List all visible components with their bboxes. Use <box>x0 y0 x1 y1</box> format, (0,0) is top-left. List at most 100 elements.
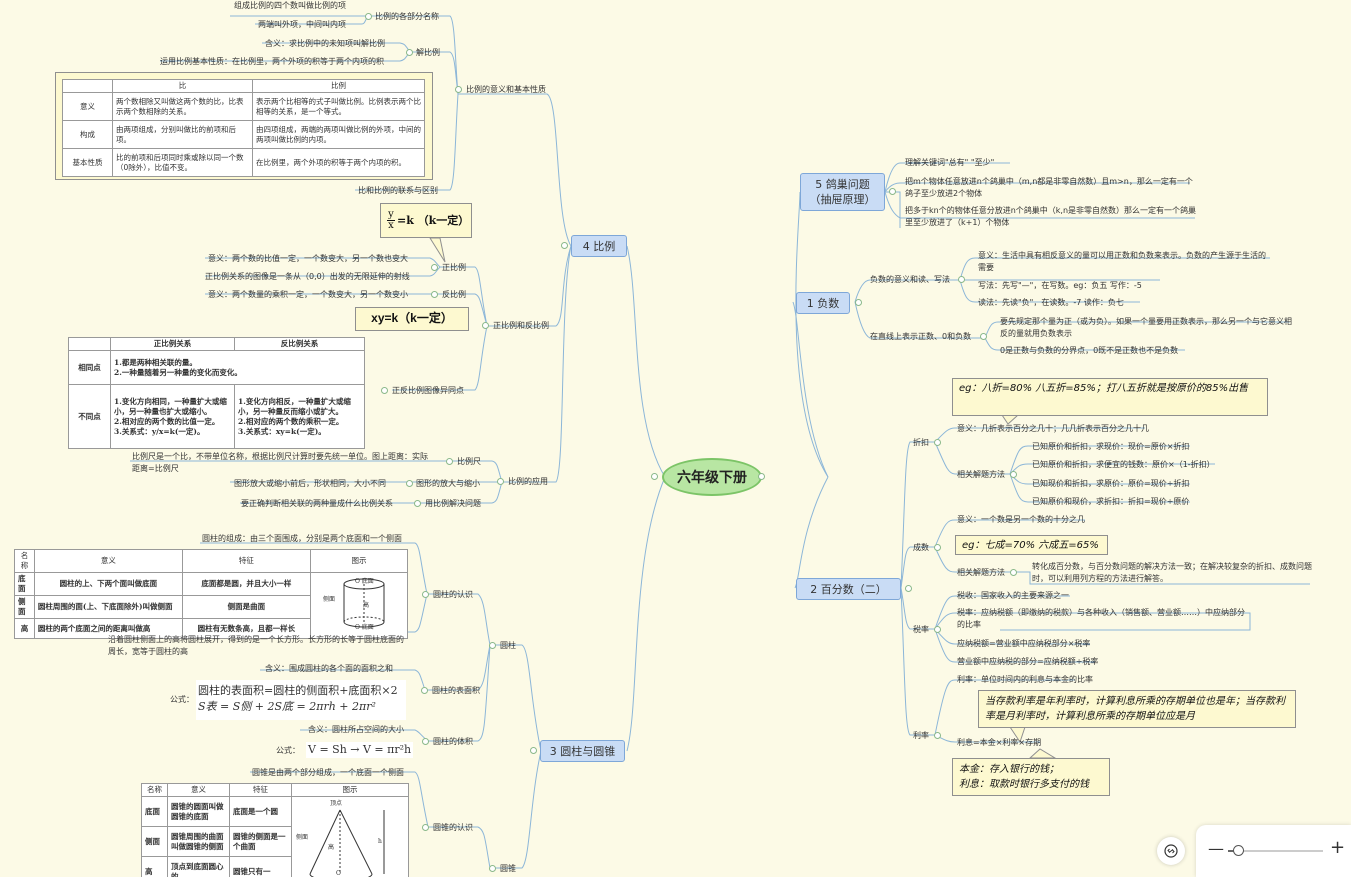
branch-2-collapse[interactable] <box>905 585 912 592</box>
branch-4-node[interactable]: 4 比例 <box>571 235 627 257</box>
branch5-item3: 把多于kn个的物体任意分放进n个鸽巢中（k,n是非零自然数）那么一定有一个鸽巢里… <box>905 206 1197 227</box>
collapse-cheng[interactable] <box>934 544 941 551</box>
discount-callout: eg：八折=80% 八五折=85%；打八五折就是按原价的85%出售 <box>952 378 1268 416</box>
compare-header-0 <box>68 337 111 351</box>
collapse-negative-meaning[interactable] <box>958 276 965 283</box>
node-name-parts[interactable]: 比例的各部分名称 <box>375 12 439 21</box>
node-negative-meaning[interactable]: 负数的意义和读、写法 <box>870 275 950 284</box>
node-tax[interactable]: 税率 <box>913 625 929 634</box>
node-inverse[interactable]: 反比例 <box>442 290 466 299</box>
node-cone[interactable]: 圆锥 <box>500 864 516 873</box>
collapse-interest[interactable] <box>934 732 941 739</box>
collapse-enlarge[interactable] <box>406 480 413 487</box>
node-solve-problem[interactable]: 用比例解决问题 <box>425 499 481 508</box>
branch-2-node[interactable]: 2 百分数（二） <box>796 578 901 600</box>
collapse-solve-problem[interactable] <box>414 500 421 507</box>
branch-3-collapse[interactable] <box>530 747 537 754</box>
node-cyl-volume[interactable]: 圆柱的体积 <box>433 737 473 746</box>
node-cheng[interactable]: 成数 <box>913 543 929 552</box>
cyl-cell: 圆柱的上、下两个面叫做底面 <box>33 572 183 596</box>
relation-cell: 构成 <box>62 120 113 149</box>
collapse-cheng-methods[interactable] <box>1010 569 1017 576</box>
collapse-meaning-basic[interactable] <box>455 86 462 93</box>
collapse-direct-inverse[interactable] <box>482 322 489 329</box>
node-direct[interactable]: 正比例 <box>442 263 466 272</box>
collapse-cyl-know[interactable] <box>422 591 429 598</box>
cylinder-table: 名称意义特征图示 底面圆柱的上、下两个面叫做底面底面都是圆，并且大小一样 O 底… <box>14 549 409 639</box>
collapse-cyl-volume[interactable] <box>422 738 429 745</box>
node-cyl-know[interactable]: 圆柱的认识 <box>433 590 473 599</box>
relation-cell: 基本性质 <box>62 148 113 177</box>
zoom-slider-knob[interactable] <box>1233 845 1244 856</box>
cone-cell: 侧面 <box>141 826 168 857</box>
interest-callout2: 本金：存入银行的钱； 利息：取款时银行多支付的钱 <box>952 758 1110 796</box>
node-discount-methods[interactable]: 相关解题方法 <box>957 470 1005 479</box>
node-direct-inverse[interactable]: 正比例和反比例 <box>493 321 549 330</box>
cyl-cell: 侧面 <box>14 595 35 619</box>
compare-diff-direct: 2.相对应的两个数的比值一定。 <box>114 416 220 426</box>
cone-table: 名称意义特征图示 底面圆锥的圆面叫做圆锥的底面底面是一个圆 顶点 侧面 高 h … <box>141 783 409 877</box>
node-relation[interactable]: 比和比例的联系与区别 <box>358 186 438 195</box>
branch-5-node[interactable]: 5 鸽巢问题 （抽屉原理） <box>800 173 885 211</box>
cyl-header: 意义 <box>33 549 183 573</box>
node-cyl-area[interactable]: 圆柱的表面积 <box>432 686 480 695</box>
collapse-solve[interactable] <box>406 49 413 56</box>
relation-cell: 由两项组成，分别叫做比的前项和后项。 <box>112 120 253 149</box>
collapse-cone[interactable] <box>489 865 496 872</box>
node-enlarge[interactable]: 图形的放大与缩小 <box>416 479 480 488</box>
direct-formula-num: y <box>388 209 394 220</box>
collapse-inverse[interactable] <box>431 291 438 298</box>
root-node[interactable]: 六年级下册 <box>662 458 762 496</box>
zoom-slider-track[interactable] <box>1228 845 1323 856</box>
node-solve[interactable]: 解比例 <box>416 48 440 57</box>
branch-1-node[interactable]: 1 负数 <box>796 292 850 314</box>
collapse-number-line[interactable] <box>980 333 987 340</box>
link-icon[interactable] <box>1157 837 1185 865</box>
node-discount[interactable]: 折扣 <box>913 438 929 447</box>
collapse-cyl-area[interactable] <box>421 687 428 694</box>
cyl-volume-item1: 含义：圆柱所占空间的大小 <box>308 725 404 734</box>
collapse-application[interactable] <box>497 478 504 485</box>
branch-3-node[interactable]: 3 圆柱与圆锥 <box>540 740 625 762</box>
cheng-m1: 转化成百分数，与百分数问题的解决方法一致；在解决较复杂的折扣、成数问题时，可以利… <box>1032 562 1312 583</box>
node-scale[interactable]: 比例尺 <box>457 457 481 466</box>
branch-5-collapse[interactable] <box>889 188 896 195</box>
node-meaning-basic[interactable]: 比例的意义和基本性质 <box>466 85 546 94</box>
node-application[interactable]: 比例的应用 <box>508 477 548 486</box>
node-number-line[interactable]: 在直线上表示正数、0和负数 <box>870 332 972 341</box>
branch-1-collapse[interactable] <box>855 299 862 306</box>
node-compare[interactable]: 正反比例图像异同点 <box>392 386 464 395</box>
inverse-item1: 意义：两个数量的乘积一定，一个数变大，另一个数变小 <box>208 290 408 299</box>
collapse-tax[interactable] <box>934 626 941 633</box>
discount-m1: 已知原价和折扣，求现价：现价=原价×折扣 <box>1032 442 1190 451</box>
node-interest[interactable]: 利率 <box>913 731 929 740</box>
collapse-scale[interactable] <box>446 458 453 465</box>
node-cheng-methods[interactable]: 相关解题方法 <box>957 568 1005 577</box>
compare-same-item: 2.一种量随着另一种量的变化而变化。 <box>114 367 242 377</box>
root-collapse-left[interactable] <box>651 473 658 480</box>
zoom-in-button[interactable]: + <box>1330 837 1346 858</box>
root-collapse-right[interactable] <box>758 473 765 480</box>
interest-item1: 利率：单位时间内的利息与本金的比率 <box>957 675 1093 684</box>
collapse-cylinder[interactable] <box>489 642 496 649</box>
scale-item: 比例尺是一个比，不带单位名称，根据比例尺计算时要先统一单位。图上距离：实际距离=… <box>132 452 428 473</box>
number-line-item2: 0是正数与负数的分界点，0既不是正数也不是负数 <box>1000 346 1179 355</box>
node-cylinder[interactable]: 圆柱 <box>500 641 516 650</box>
node-cone-know[interactable]: 圆锥的认识 <box>433 823 473 832</box>
zoom-out-button[interactable]: — <box>1208 839 1224 858</box>
number-line-item1: 要先规定那个量为正（或为负）。如果一个量要用正数表示，那么另一个与它意义相反的量… <box>1000 317 1292 338</box>
collapse-cone-know[interactable] <box>422 824 429 831</box>
collapse-discount-methods[interactable] <box>1010 471 1017 478</box>
tax-item2: 税率：应纳税额（即缴纳的税款）与各种收入（销售额、营业额……）中应纳部分的比率 <box>957 608 1245 629</box>
compare-same-label: 相同点 <box>68 350 111 385</box>
cone-header: 意义 <box>167 783 230 797</box>
branch-4-collapse[interactable] <box>561 242 568 249</box>
discount-m4: 已知原价和现价，求折扣：折扣=现价÷原价 <box>1032 497 1190 506</box>
relation-cell: 两个数相除又叫做这两个数的比，比表示两个数相除的关系。 <box>112 92 253 121</box>
collapse-name-parts[interactable] <box>365 13 372 20</box>
collapse-compare[interactable] <box>381 387 388 394</box>
compare-diff-direct: 3.关系式：y/x=k(一定)。 <box>114 426 205 436</box>
collapse-discount[interactable] <box>934 439 941 446</box>
collapse-direct[interactable] <box>431 264 438 271</box>
